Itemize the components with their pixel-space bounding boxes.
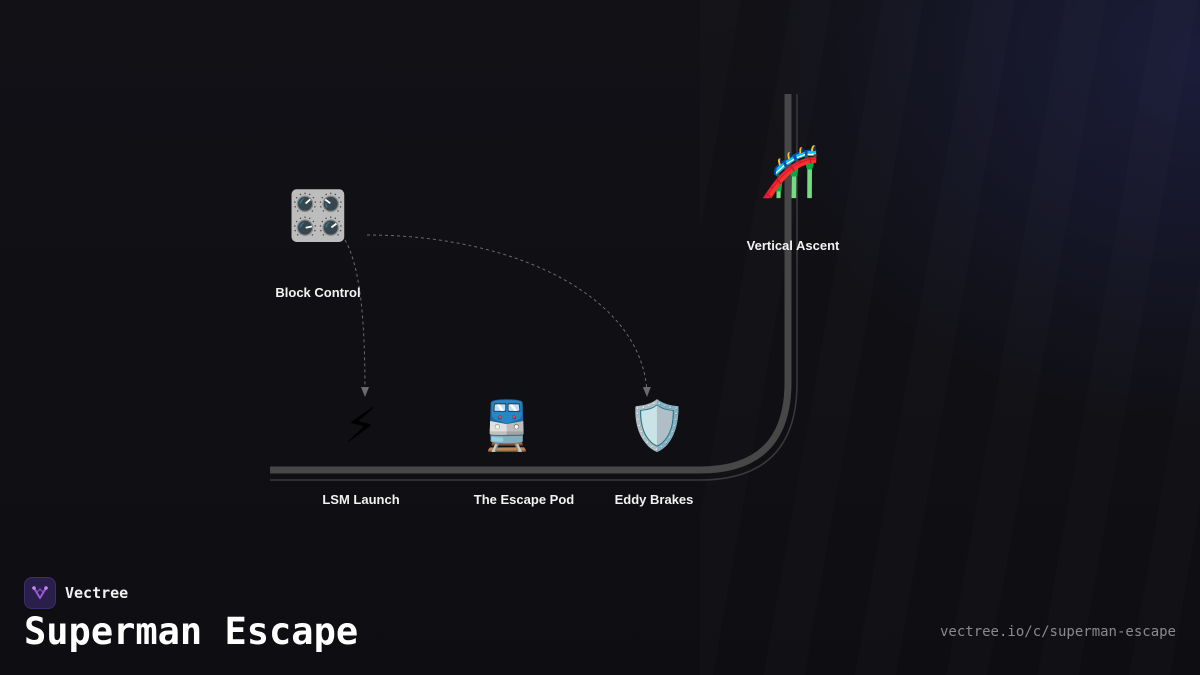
brand-name: Vectree [65, 584, 129, 602]
brand[interactable]: Vectree [24, 577, 128, 609]
roller-coaster-icon: 🎢 [760, 144, 820, 200]
node-label-eddy-brakes: Eddy Brakes [614, 492, 694, 507]
node-label-block-control: Block Control [275, 285, 361, 300]
control-knobs-icon: 🎛️ [288, 188, 348, 244]
node-label-vertical-ascent: Vertical Ascent [746, 238, 840, 253]
background-rays [700, 0, 1200, 675]
page-url[interactable]: vectree.io/c/superman-escape [939, 624, 1176, 640]
vectree-logo-icon [24, 577, 56, 609]
shield-icon: 🛡️ [627, 398, 687, 454]
node-label-lsm-launch: LSM Launch [322, 492, 400, 507]
track-rail-outer [270, 94, 798, 481]
page-title: Superman Escape [24, 610, 359, 653]
track-rail-main [270, 94, 792, 474]
lightning-icon: ⚡ [344, 398, 378, 454]
edge-block-control-to-lsm-launch [344, 239, 369, 397]
edge-block-control-to-eddy-brakes [366, 234, 651, 397]
node-label-escape-pod: The Escape Pod [473, 492, 575, 507]
train-icon: 🚆 [477, 398, 537, 454]
